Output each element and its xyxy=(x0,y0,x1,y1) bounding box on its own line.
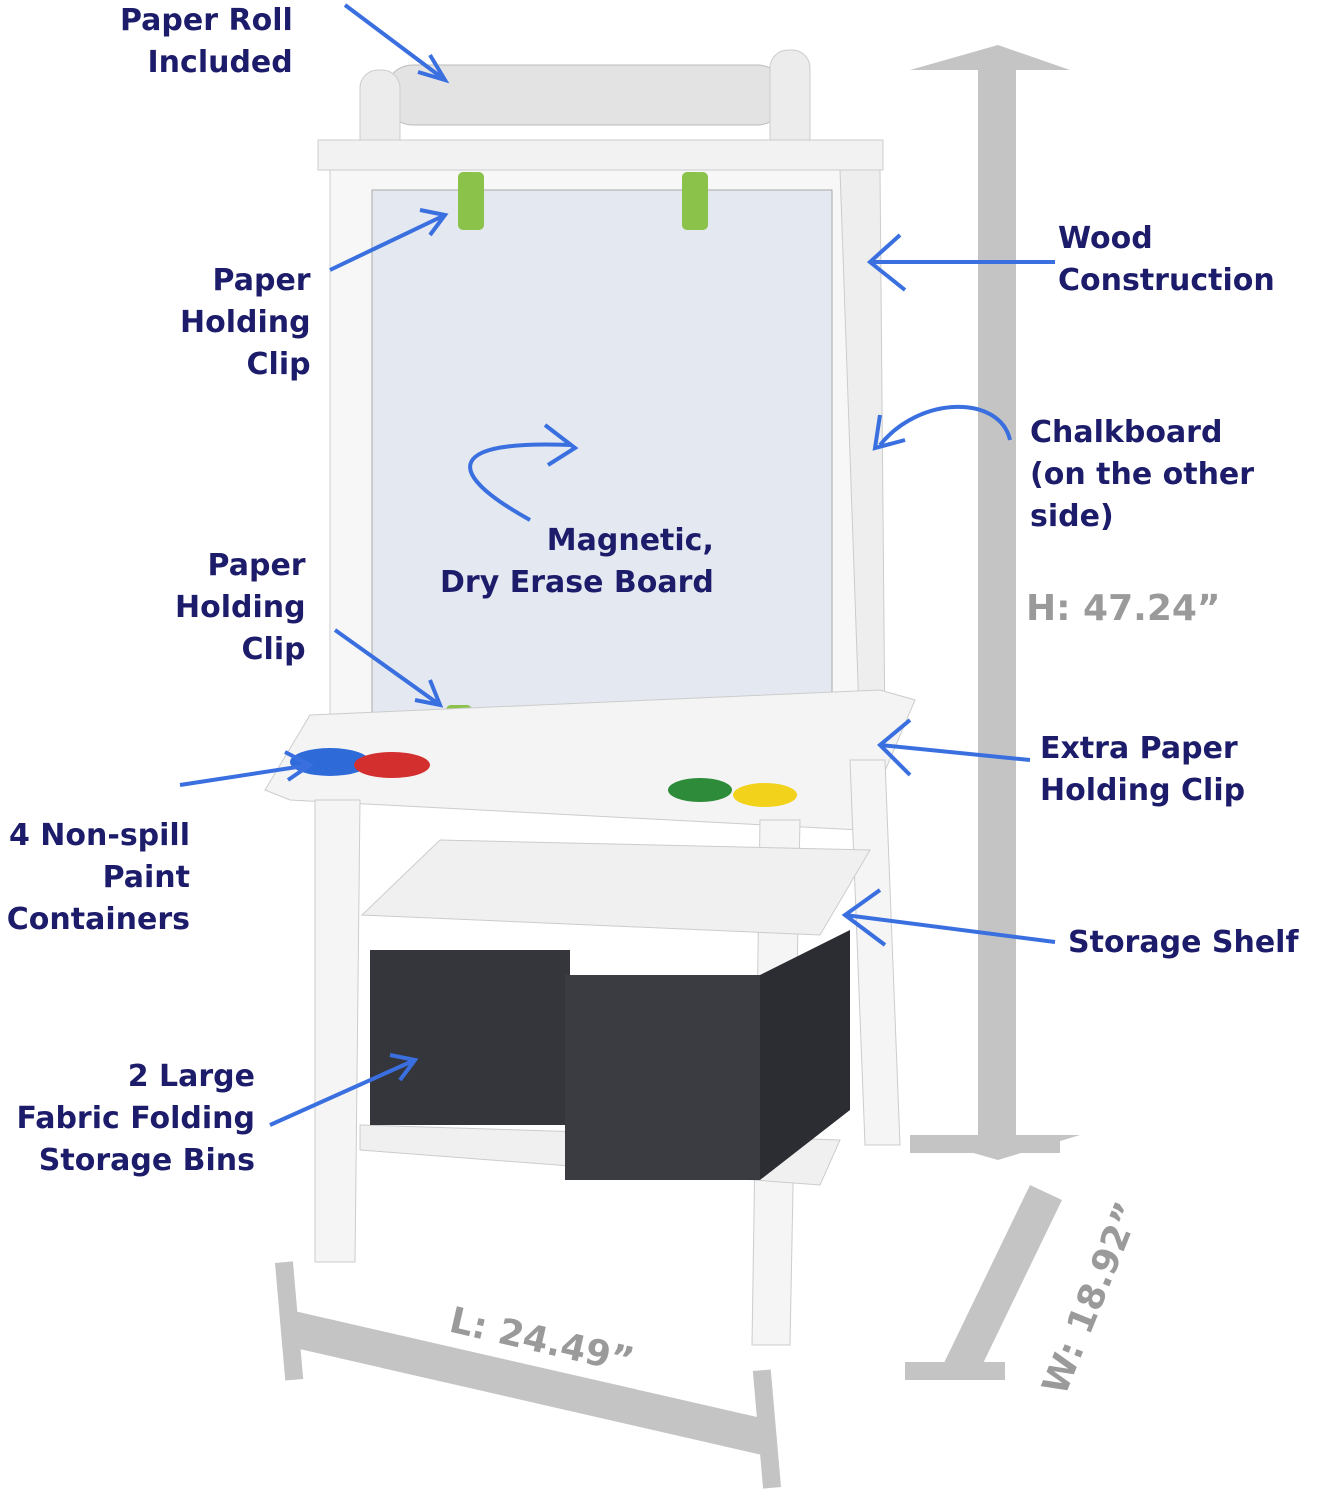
paint-container xyxy=(733,783,797,807)
label-extra-clip: Extra Paper Holding Clip xyxy=(1040,731,1246,808)
paint-container xyxy=(290,748,370,776)
clip xyxy=(682,172,708,230)
label-wood-construction: Wood Construction xyxy=(1058,221,1275,298)
label-storage-bins: 2 Large Fabric Folding Storage Bins xyxy=(16,1059,255,1178)
label-paper-clip-bottom: Paper Holding Clip xyxy=(175,548,306,667)
label-storage-shelf: Storage Shelf xyxy=(1068,925,1299,960)
label-chalkboard: Chalkboard (on the other side) xyxy=(1030,415,1255,534)
storage-shelf xyxy=(360,839,871,936)
annotation-arrows xyxy=(179,3,1056,1127)
paper-roll xyxy=(384,64,786,126)
paint-container xyxy=(668,778,732,802)
label-paint-containers: 4 Non-spill Paint Containers xyxy=(6,818,190,937)
fabric-bin xyxy=(370,950,570,1125)
fabric-bin xyxy=(565,975,760,1180)
height-dimension: H: 47.24” xyxy=(1026,588,1221,629)
label-paper-clip-top: Paper Holding Clip xyxy=(180,263,311,382)
clip xyxy=(458,172,484,230)
width-dimension-arrow xyxy=(905,1135,1062,1380)
paint-container xyxy=(354,752,430,778)
dry-erase-board xyxy=(371,189,833,721)
label-paper-roll: Paper Roll Included xyxy=(120,3,293,80)
label-magnetic-board: Magnetic, Dry Erase Board xyxy=(440,523,714,600)
length-dimension-arrow xyxy=(274,1261,782,1489)
